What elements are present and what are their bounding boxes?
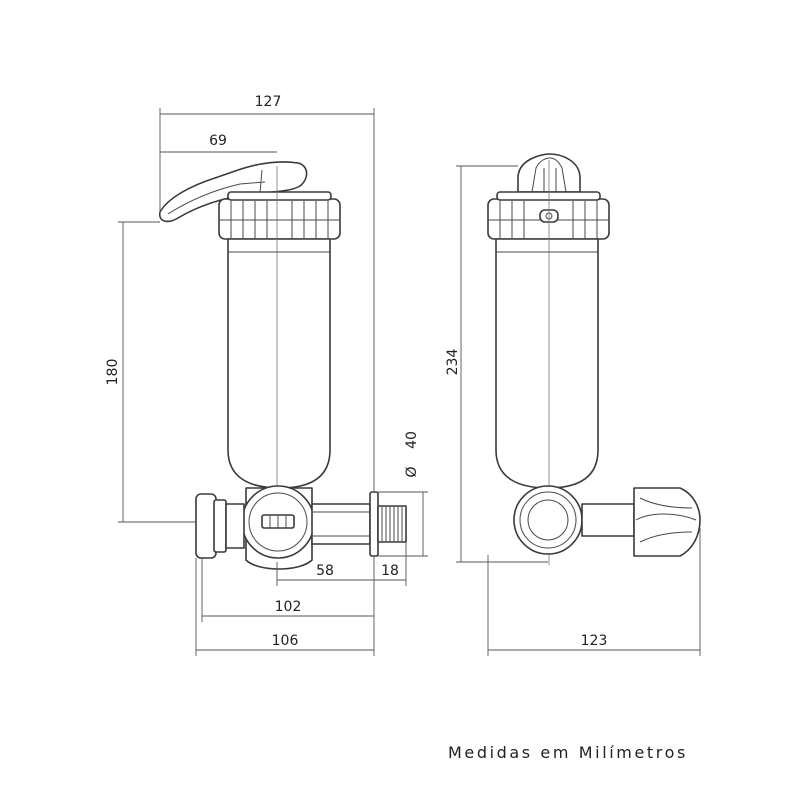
side-cap (218, 198, 341, 240)
side-thread (377, 505, 407, 543)
dim-123: 123 (581, 633, 608, 649)
side-outlet-pipe (311, 503, 371, 545)
side-filter-bowl (227, 238, 331, 489)
front-view-dimensions: 234 123 (445, 165, 701, 656)
dim-40: 40 (404, 431, 420, 449)
units-caption: Medidas em Milímetros (448, 743, 688, 762)
dim-180: 180 (105, 359, 121, 386)
dim-234: 234 (445, 349, 461, 376)
front-filter-bowl (495, 238, 599, 489)
side-view-dimensions: 127 69 180 Ø 40 58 18 102 106 (105, 94, 428, 656)
dim-106: 106 (272, 633, 299, 649)
dim-18: 18 (381, 563, 399, 579)
dim-127: 127 (255, 94, 282, 110)
dim-58: 58 (316, 563, 334, 579)
side-wall-flange (195, 493, 217, 559)
dim-102: 102 (275, 599, 302, 615)
side-view (158, 161, 407, 580)
dim-69: 69 (209, 133, 227, 149)
front-view (487, 153, 701, 565)
dim-diameter-symbol: Ø (404, 466, 420, 477)
front-valve-body (513, 485, 583, 555)
front-end-knob (633, 487, 701, 557)
